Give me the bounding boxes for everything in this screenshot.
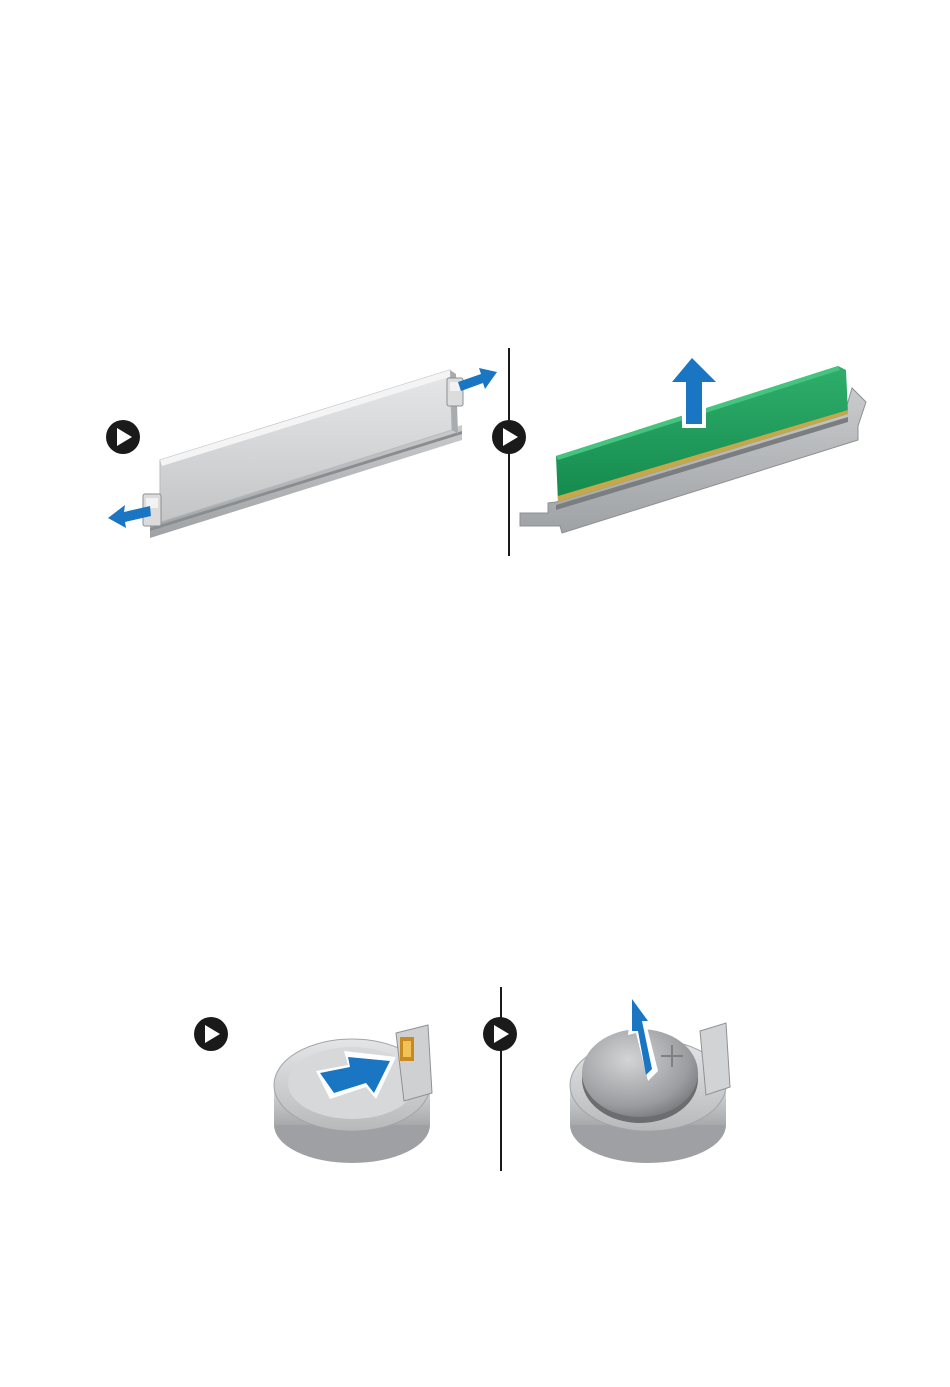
battery-removal-figure [0, 975, 950, 1185]
step-arrow-icon [483, 1017, 517, 1051]
memory-removal-figure [0, 330, 950, 570]
coin-cell-holder-left [274, 1025, 432, 1163]
step-arrow-icon [194, 1017, 228, 1051]
pull-right-arrow-icon [458, 368, 497, 391]
step-arrow-icon [106, 420, 140, 454]
step-arrow-icon [492, 420, 526, 454]
